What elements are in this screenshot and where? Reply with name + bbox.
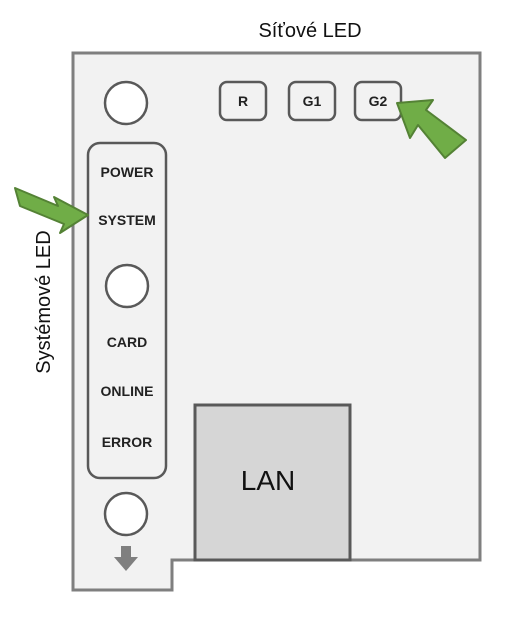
system-led-title: Systémové LED	[33, 230, 55, 373]
down-arrow-icon	[114, 546, 138, 571]
system-led-system: SYSTEM	[98, 212, 156, 228]
system-led-pointer-arrow-icon	[14, 187, 89, 234]
network-led-r-label: R	[238, 93, 248, 109]
system-led-error: ERROR	[102, 434, 153, 450]
network-led-g1: G1	[287, 80, 337, 122]
lan-port-label: LAN	[241, 465, 295, 496]
network-led-g1-label: G1	[303, 93, 322, 109]
system-led-panel	[86, 141, 168, 480]
device-board	[71, 51, 482, 592]
network-led-g2-label: G2	[369, 93, 388, 109]
network-led-g2: G2	[353, 80, 403, 122]
lan-port: LAN	[193, 403, 352, 562]
system-led-card: CARD	[107, 334, 147, 350]
network-led-pointer-arrow-icon	[396, 99, 467, 159]
network-led-title: Síťové LED	[258, 20, 361, 42]
system-led-power: POWER	[101, 164, 154, 180]
top-round-button[interactable]	[103, 80, 149, 126]
system-panel-round-button[interactable]	[104, 263, 150, 309]
network-led-r: R	[218, 80, 268, 122]
system-led-online: ONLINE	[101, 383, 154, 399]
bottom-round-button[interactable]	[103, 491, 149, 537]
